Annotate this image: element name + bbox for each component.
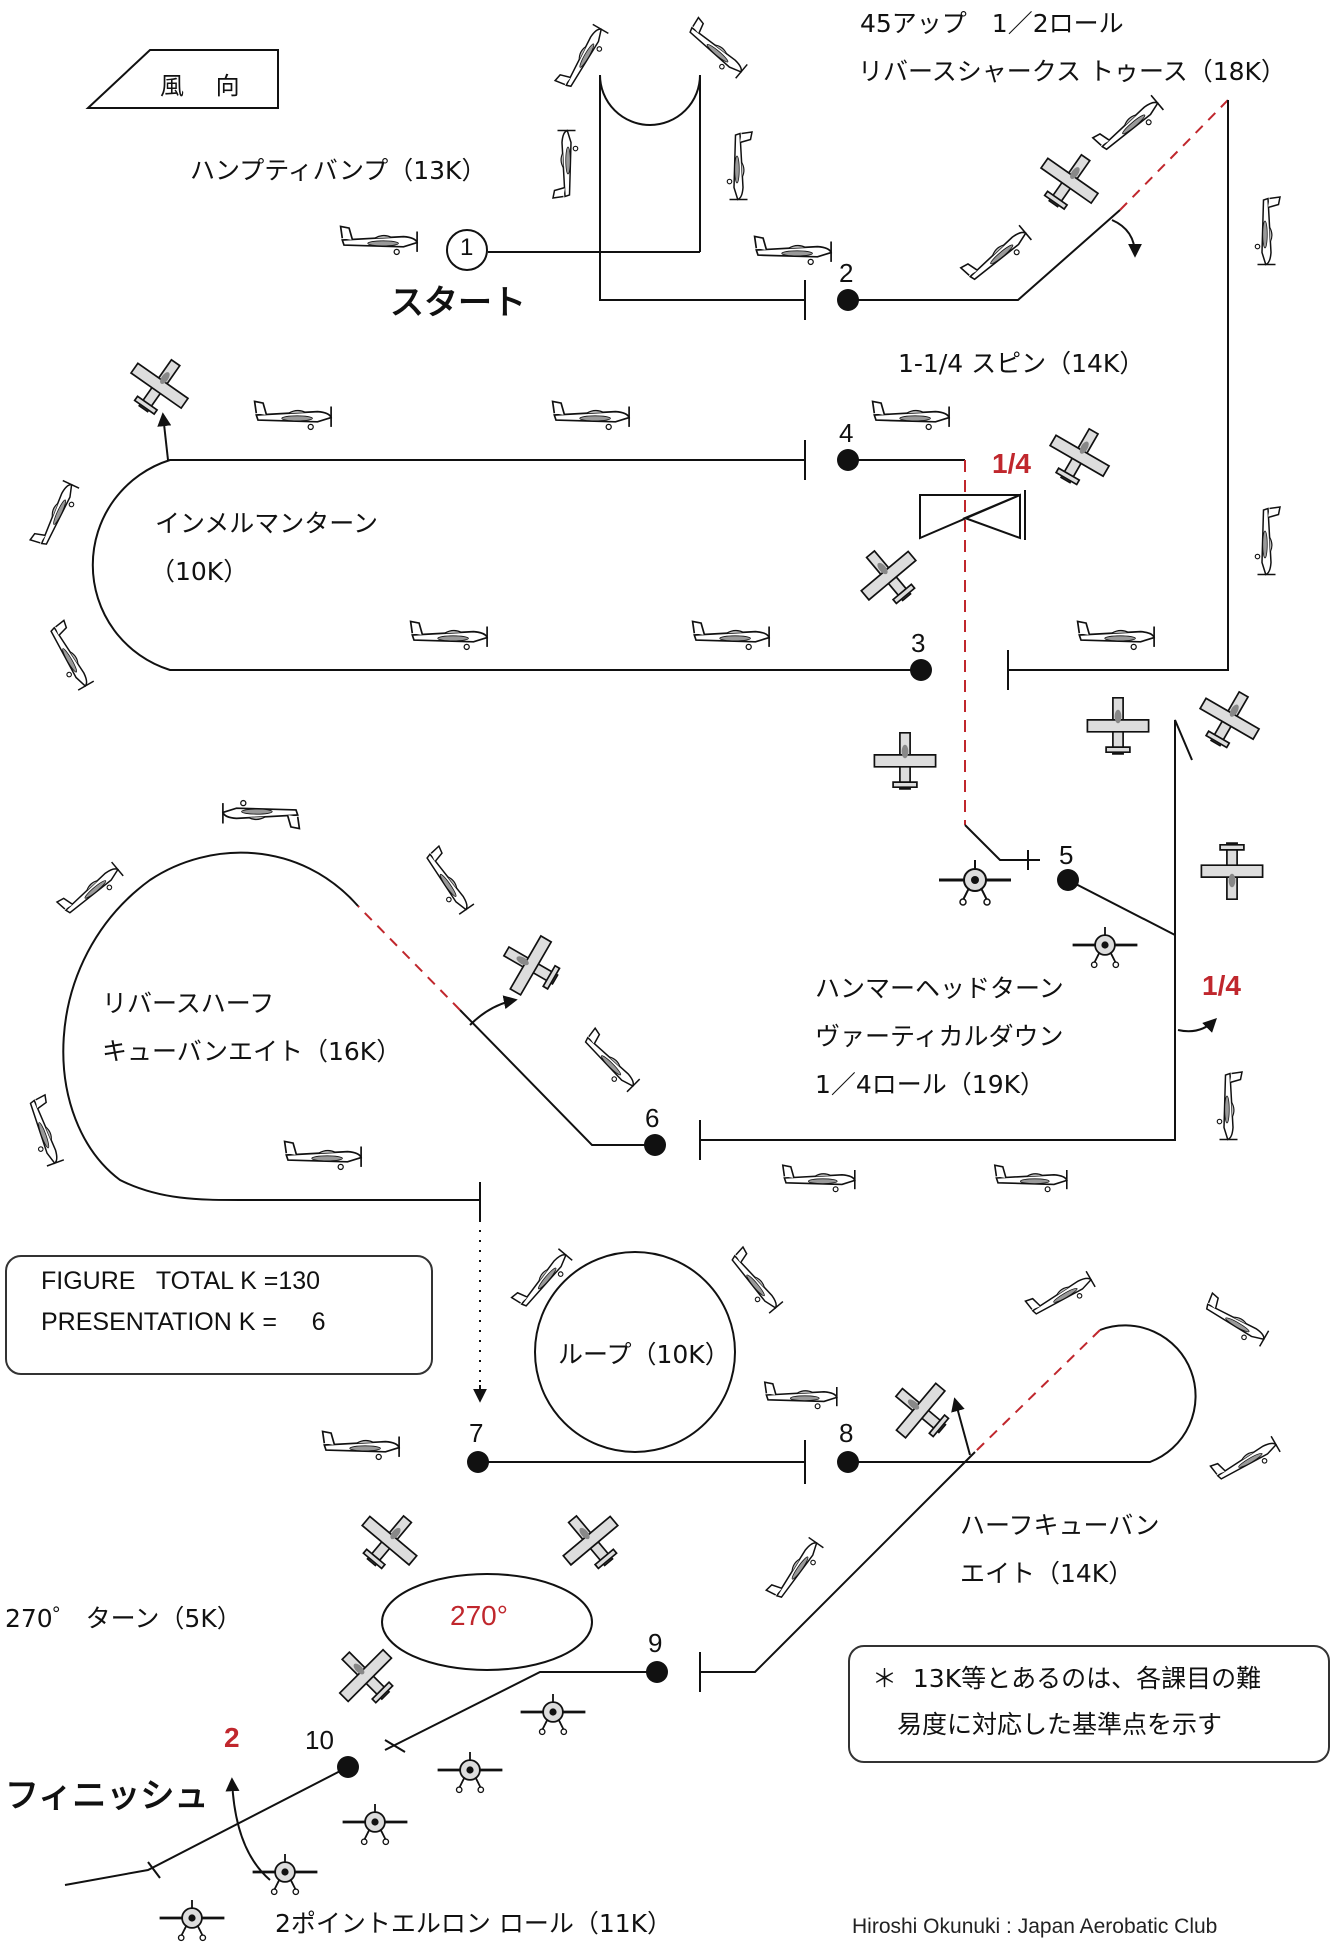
marker-4	[837, 449, 859, 471]
marker-6	[644, 1134, 666, 1156]
wind-indicator	[85, 49, 279, 109]
marker-9	[646, 1661, 668, 1683]
figure-9-270-turn	[381, 1573, 657, 1753]
marker-5	[1057, 869, 1079, 891]
hammer-quarter-label: 1/4	[1202, 970, 1241, 1001]
finish-label: フィニッシュ	[5, 1776, 209, 1816]
label-humpty-bump: ハンプティバンプ（13K）	[190, 156, 487, 185]
note-line-2: 易度に対応した基準点を示す	[872, 1710, 1223, 1739]
marker-3	[910, 659, 932, 681]
note-box: ＊ 13K等とあるのは、各課目の難 易度に対応した基準点を示す	[848, 1645, 1330, 1763]
marker-1	[446, 229, 488, 271]
figure-6-reverse-half-cuban	[62, 851, 655, 1403]
label-hammerhead-2: ヴァーティカルダウン	[815, 1022, 1064, 1051]
label-hammerhead-3: 1／4ロール（19K）	[815, 1070, 1046, 1099]
number-10: 10	[305, 1725, 334, 1755]
wind-direction-label: 風 向	[160, 72, 252, 100]
turn-270-label: 270°	[450, 1600, 508, 1631]
figure-1-humpty-bump	[488, 74, 806, 320]
label-sharks-tooth-1: 45アップ 1／2ロール	[860, 9, 1124, 38]
credit-text: Hiroshi Okunuki : Japan Aerobatic Club	[852, 1915, 1218, 1938]
label-loop: ループ（10K）	[558, 1340, 730, 1369]
label-immelmann-1: インメルマンターン	[155, 509, 379, 538]
total-k-line: FIGURE TOTAL K =130	[41, 1267, 321, 1295]
number-2: 2	[839, 258, 854, 288]
finish-two-label: 2	[224, 1722, 240, 1753]
label-half-cuban-1: ハーフキューバン	[960, 1511, 1160, 1540]
label-270-turn: 270゜ ターン（5K）	[5, 1604, 242, 1633]
label-reverse-half-cuban-1: リバースハーフ	[102, 989, 275, 1018]
label-immelmann-2: （10K）	[150, 557, 249, 586]
presentation-k-line: PRESENTATION K = 6	[41, 1308, 326, 1336]
label-reverse-half-cuban-2: キューバンエイト（16K）	[102, 1037, 402, 1066]
label-spin: 1-1/4 スピン（14K）	[898, 349, 1145, 378]
totals-box: FIGURE TOTAL K =130 PRESENTATION K = 6	[5, 1255, 433, 1375]
label-half-cuban-2: エイト（14K）	[960, 1559, 1134, 1588]
number-6: 6	[645, 1103, 660, 1133]
figure-4-spin	[848, 459, 1040, 870]
figure-2-sharks-tooth	[848, 99, 1229, 690]
figure-5-hammerhead	[699, 719, 1217, 1160]
start-label: スタート	[390, 283, 526, 323]
label-hammerhead-1: ハンマーヘッドターン	[815, 974, 1064, 1003]
note-line-1: ＊ 13K等とあるのは、各課目の難	[872, 1664, 1262, 1693]
label-aileron-roll: 2ポイントエルロン ロール（11K）	[275, 1909, 673, 1938]
number-8: 8	[839, 1418, 854, 1448]
number-7: 7	[469, 1418, 484, 1448]
figure-7-loop	[478, 1251, 806, 1484]
marker-10	[337, 1756, 359, 1778]
figure-8-half-cuban	[699, 1324, 1197, 1692]
number-5: 5	[1059, 840, 1074, 870]
marker-7	[467, 1451, 489, 1473]
label-sharks-tooth-2: リバースシャークス トゥース（18K）	[858, 57, 1286, 86]
spin-quarter-label: 1/4	[992, 448, 1031, 479]
number-4: 4	[839, 418, 854, 448]
marker-8	[837, 1451, 859, 1473]
number-1: 1	[460, 234, 474, 261]
marker-2	[837, 289, 859, 311]
figure-3-immelmann	[91, 412, 921, 671]
number-3: 3	[911, 628, 926, 658]
number-9: 9	[648, 1628, 663, 1658]
